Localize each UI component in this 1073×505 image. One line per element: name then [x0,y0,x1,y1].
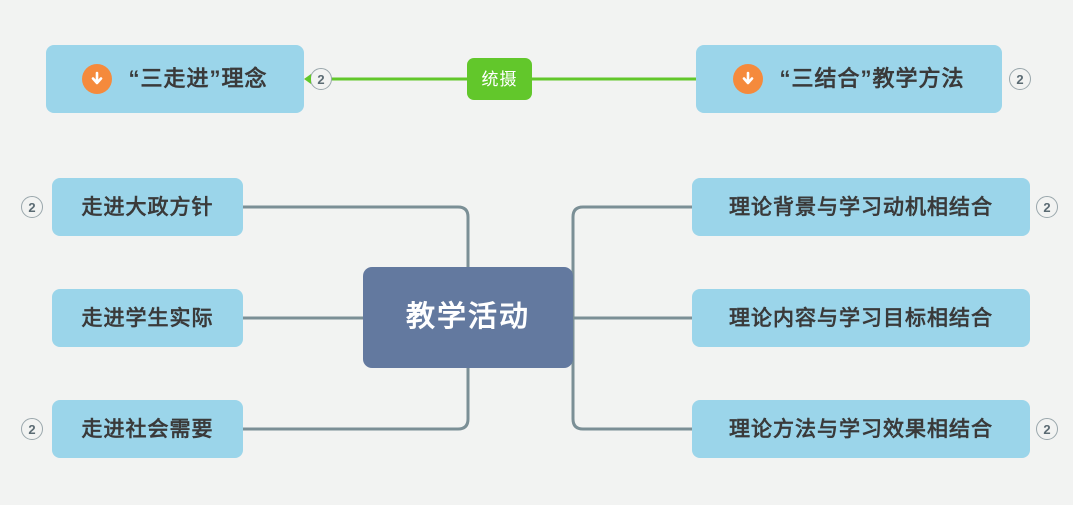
node-top-left[interactable]: “三走进”理念 [46,45,304,113]
node-label: 走进社会需要 [81,417,214,441]
badge-right-1[interactable]: 2 [1036,196,1058,218]
badge-top-right[interactable]: 2 [1009,68,1031,90]
badge-top-left[interactable]: 2 [310,68,332,90]
badge-left-3[interactable]: 2 [21,418,43,440]
node-right-3[interactable]: 理论方法与学习效果相结合 [692,400,1030,458]
node-left-1[interactable]: 走进大政方针 [52,178,243,236]
node-label: “三结合”教学方法 [779,66,965,91]
badge-right-3[interactable]: 2 [1036,418,1058,440]
node-label: 理论内容与学习目标相结合 [729,306,993,330]
node-label: 走进学生实际 [81,306,214,330]
node-right-2[interactable]: 理论内容与学习目标相结合 [692,289,1030,347]
node-label: 理论背景与学习动机相结合 [729,195,993,219]
download-circle-icon [82,64,113,94]
node-label: 理论方法与学习效果相结合 [729,417,993,441]
node-label: 走进大政方针 [81,195,214,219]
relation-label-text: 统摄 [481,69,518,89]
node-left-3[interactable]: 走进社会需要 [52,400,243,458]
node-right-1[interactable]: 理论背景与学习动机相结合 [692,178,1030,236]
relation-label-tongshe[interactable]: 统摄 [467,58,532,100]
node-root[interactable]: 教学活动 [363,267,573,368]
node-label: “三走进”理念 [128,66,268,91]
node-top-right[interactable]: “三结合”教学方法 [696,45,1002,113]
root-label: 教学活动 [405,301,530,333]
node-left-2[interactable]: 走进学生实际 [52,289,243,347]
download-circle-icon [733,64,764,94]
badge-left-1[interactable]: 2 [21,196,43,218]
